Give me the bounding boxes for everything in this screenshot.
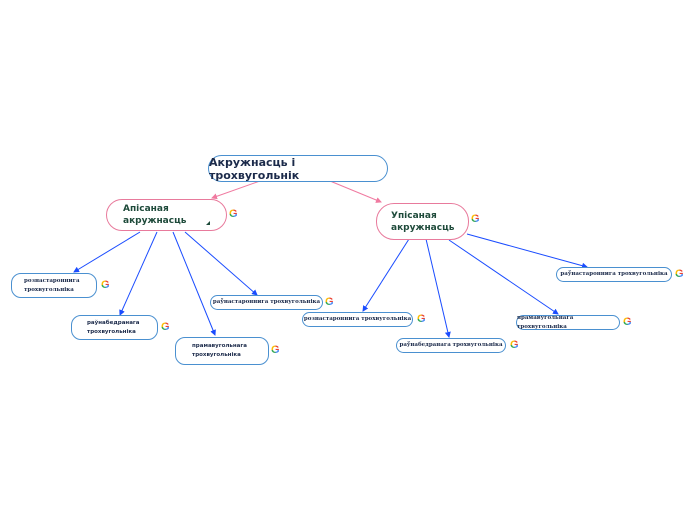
link-right-0	[362, 238, 410, 312]
root-topic[interactable]: Акружнасць і трохвугольнік	[208, 155, 388, 182]
google-icon[interactable]: G	[675, 268, 684, 280]
topic-circumscribed-circle[interactable]: Апісаная акружнасць	[106, 199, 227, 231]
subtopic-label: рознастароннига трохвугольніка	[303, 316, 412, 322]
subtopic-equilateral-triangle[interactable]: раўнастароннига трохвугольніка	[556, 267, 672, 282]
link-left-1	[119, 231, 158, 316]
link-left-3	[184, 231, 258, 296]
subtopic-label: рознастароннига трохвугольніка	[24, 277, 80, 293]
subtopic-label: раўнастароннига трохвугольніка	[560, 271, 668, 277]
link-left-0	[73, 231, 141, 273]
google-icon[interactable]: G	[101, 279, 110, 291]
google-icon[interactable]: G	[271, 344, 280, 356]
subtopic-right-triangle[interactable]: прамавугольнага трохвугольніка	[175, 337, 269, 365]
topic-inscribed-circle[interactable]: Упісаная акружнасць	[376, 203, 469, 240]
subtopic-scalene-triangle[interactable]: рознастароннига трохвугольніка	[11, 273, 97, 298]
topic-label: Апісаная акружнасць	[123, 204, 187, 226]
link-left-2	[172, 231, 216, 336]
subtopic-equilateral-triangle[interactable]: раўнастароннига трохвугольніка	[210, 295, 323, 310]
topic-label: Упісаная акружнасць	[391, 210, 455, 233]
subtopic-label: раўнабедранага трохвугольніка	[87, 319, 140, 335]
google-icon[interactable]: G	[510, 339, 519, 351]
link-right-1	[425, 238, 451, 338]
subtopic-right-triangle[interactable]: прамавугольнага трохвугольніка	[516, 315, 620, 330]
link-root-to-circumscribed	[211, 180, 261, 200]
link-right-2	[448, 239, 559, 315]
link-right-3	[466, 233, 588, 269]
google-icon[interactable]: G	[623, 316, 632, 328]
google-icon[interactable]: G	[161, 321, 170, 333]
subtopic-label: раўнастароннига трохвугольніка	[212, 299, 321, 305]
link-root-to-inscribed	[329, 180, 382, 203]
collapse-marker-icon[interactable]	[206, 221, 210, 225]
google-icon[interactable]: G	[471, 213, 480, 225]
subtopic-scalene-triangle[interactable]: рознастароннига трохвугольніка	[302, 312, 413, 327]
subtopic-isosceles-triangle[interactable]: раўнабедранага трохвугольніка	[71, 315, 158, 340]
google-icon[interactable]: G	[417, 313, 426, 325]
subtopic-label: прамавугольнага трохвугольніка	[517, 314, 574, 330]
root-topic-label: Акружнасць і трохвугольнік	[209, 155, 300, 182]
google-icon[interactable]: G	[325, 296, 334, 308]
subtopic-isosceles-triangle[interactable]: раўнабедранага трохвугольніка	[396, 338, 506, 353]
google-icon[interactable]: G	[229, 208, 238, 220]
subtopic-label: прамавугольнага трохвугольніка	[192, 343, 247, 358]
subtopic-label: раўнабедранага трохвугольніка	[399, 342, 503, 348]
